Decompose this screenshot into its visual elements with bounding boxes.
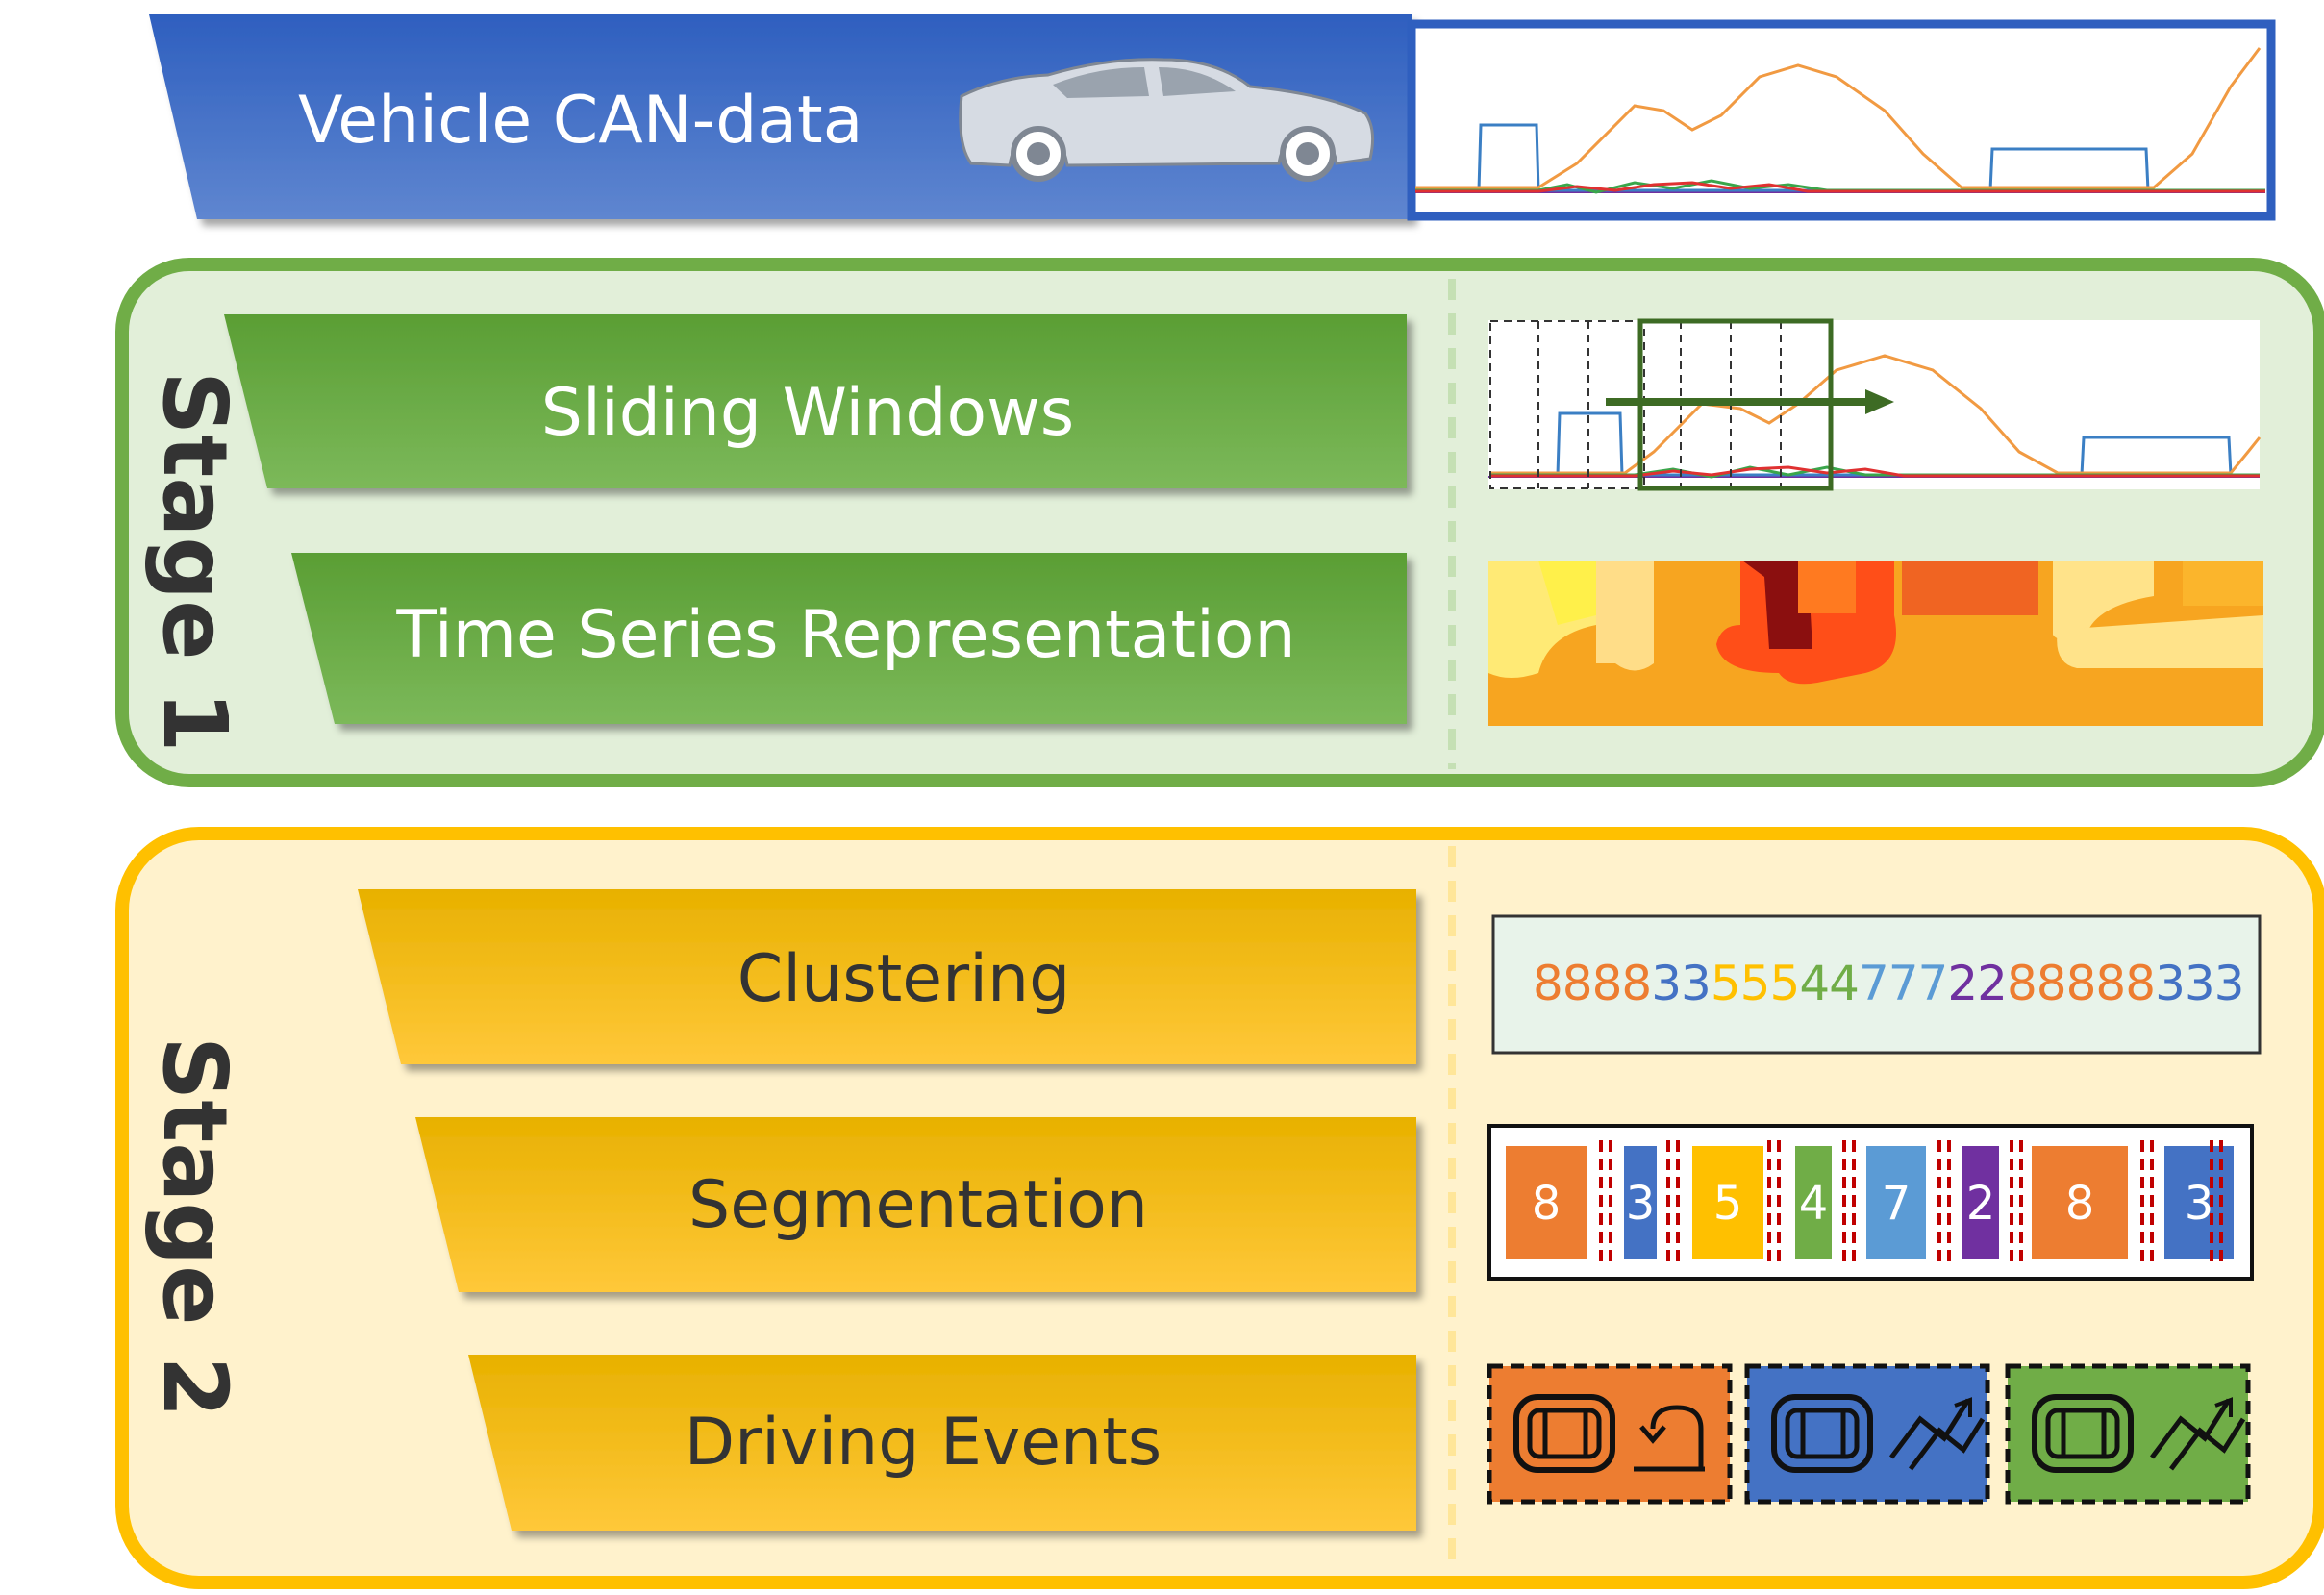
segment-label: 3	[1625, 1177, 1656, 1231]
cluster-run: 44	[1799, 956, 1860, 1011]
blue-signal-line	[1415, 123, 2265, 192]
green-signal-line	[1415, 179, 2265, 194]
clustering-box	[1491, 914, 2262, 1055]
segment-block	[1795, 1146, 1832, 1259]
cluster-run: 555	[1710, 956, 1800, 1011]
red-signal-line	[1415, 181, 2265, 193]
cluster-run: 33	[1651, 956, 1712, 1011]
driving-event-tiles	[1487, 1363, 2251, 1505]
cluster-run: 22	[1947, 956, 2008, 1011]
time-series-banner	[291, 553, 1407, 724]
time-series-heatmap	[1488, 561, 2263, 726]
car-top-icon	[1771, 1394, 1873, 1473]
cluster-run: 88888	[2007, 956, 2156, 1011]
clustering-banner	[358, 889, 1416, 1064]
segment-block	[1506, 1146, 1587, 1259]
segment-label: 4	[1798, 1177, 1829, 1231]
lane-change-icon	[1889, 1397, 1986, 1471]
driving-events-banner	[468, 1355, 1416, 1531]
segmentation-blocks	[1506, 1140, 2234, 1267]
cluster-run: 777	[1858, 956, 1948, 1011]
clustering-label: Clustering	[737, 941, 1071, 1017]
sliding-window-plot	[1488, 318, 2262, 491]
segment-label: 3	[2184, 1177, 2214, 1231]
sliding-windows-label: Sliding Windows	[540, 375, 1075, 451]
sliding-windows-banner	[224, 314, 1407, 488]
stage2-title: Stage 2	[143, 1036, 246, 1418]
u-turn-icon	[1634, 1405, 1705, 1472]
cluster-run: 333	[2155, 956, 2244, 1011]
stage1-title: Stage 1	[143, 371, 246, 753]
lane-change-icon	[2150, 1397, 2246, 1471]
segment-label: 2	[1965, 1177, 1996, 1231]
segment-label: 8	[1531, 1177, 1562, 1231]
stage2-panel	[115, 827, 2324, 1589]
can-data-label: Vehicle CAN-data	[298, 83, 863, 159]
slide-arrow-head	[1865, 389, 1894, 414]
segment-block	[2032, 1146, 2128, 1259]
can-signal-plot	[1407, 19, 2276, 221]
segment-label: 5	[1712, 1177, 1743, 1231]
time-series-label: Time Series Representation	[396, 597, 1296, 673]
driving-events-label: Driving Events	[684, 1405, 1162, 1481]
segmentation-label: Segmentation	[688, 1167, 1148, 1243]
segmentation-banner	[415, 1117, 1416, 1292]
car-top-icon	[1513, 1394, 1615, 1473]
cluster-label-sequence: 888833555447772288888333	[1533, 956, 2245, 1011]
can-data-section	[149, 14, 2276, 221]
segment-block	[1692, 1146, 1763, 1259]
cluster-run: 8888	[1533, 956, 1652, 1011]
stage1-panel	[115, 258, 2324, 787]
car-top-icon	[2032, 1394, 2134, 1473]
segment-block	[1624, 1146, 1657, 1259]
car-icon	[959, 58, 1375, 182]
segment-label: 8	[2064, 1177, 2095, 1231]
segment-block	[1962, 1146, 1999, 1259]
segment-block	[1866, 1146, 1926, 1259]
orange-signal-line	[1415, 47, 2262, 189]
segment-label: 7	[1881, 1177, 1912, 1231]
